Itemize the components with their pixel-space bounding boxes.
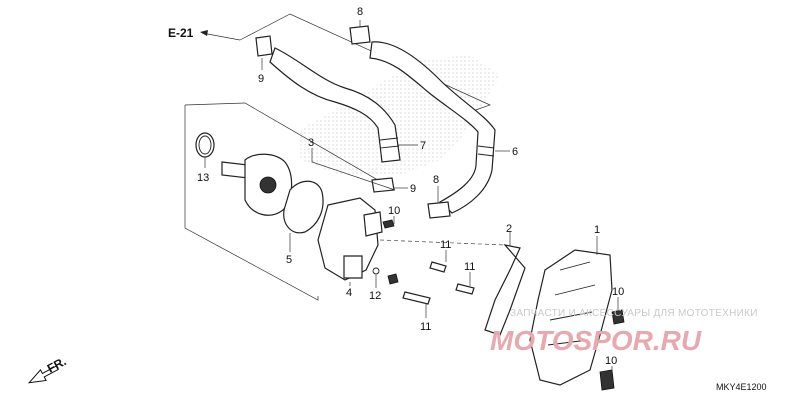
seal-12 [372,267,380,275]
callout-13: 13 [197,172,209,184]
callout-9-mid: 9 [410,183,416,195]
impeller-hub [259,176,277,194]
callout-11-b: 11 [464,261,475,273]
ref-arrow-head [200,30,208,36]
callout-5: 5 [286,254,292,266]
callout-10-b: 10 [612,286,624,298]
o-ring-13-inner [198,135,212,155]
callout-11-a: 11 [440,239,451,251]
pump-outlet-pipe [363,211,383,237]
callout-6: 6 [512,146,518,158]
callout-8-top: 8 [357,6,363,18]
clamp-8-top [349,25,371,45]
drawing-code: MKY4E1200 [716,382,767,392]
bolt-10-d [611,309,625,325]
bolt-10-a [382,219,395,229]
callout-1: 1 [594,224,600,236]
pump-housing-4 [317,197,379,281]
callout-8-mid: 8 [433,174,439,186]
pump-group-frame [184,102,396,301]
front-direction-arrow [27,365,60,384]
callout-10-c: 10 [605,355,617,367]
bolt-11-c [402,291,431,305]
frame-shading [300,55,500,175]
clamp-9-top [255,35,273,57]
callout-10-a: 10 [388,205,400,217]
callout-2: 2 [506,223,512,235]
gasket-5 [283,180,324,234]
leader-3 [311,148,396,191]
hose-7 [269,47,401,163]
callout-3: 3 [308,137,314,149]
watermark-brand: MOTOSPOR.RU [490,325,702,356]
bolt-11-a [429,261,447,273]
clamp-8-mid [427,201,451,219]
bolt-10-c [599,369,615,391]
callout-12: 12 [369,290,381,302]
callout-11-c: 11 [420,321,431,333]
callout-7: 7 [420,140,426,152]
gasket-2 [484,244,526,336]
ref-arrow-line [201,32,241,41]
cover-1 [529,249,613,386]
pump-shaft [221,161,249,179]
clamp-9-mid [371,177,395,193]
cover-1-ribs [547,261,596,346]
bolt-11-b [455,283,475,295]
bolt-10-b [387,273,399,285]
ref-arrow-label: E-21 [168,26,194,40]
callout-4: 4 [346,287,352,299]
hose-6-band [477,145,495,157]
hose-7-band [379,137,400,149]
watermark-tagline: ЗАПЧАСТИ И АКСЕССУАРЫ ДЛЯ МОТОТЕХНИКИ [510,308,758,319]
pump-inlet-pipe [343,255,363,279]
callout-9-top: 9 [258,73,264,85]
